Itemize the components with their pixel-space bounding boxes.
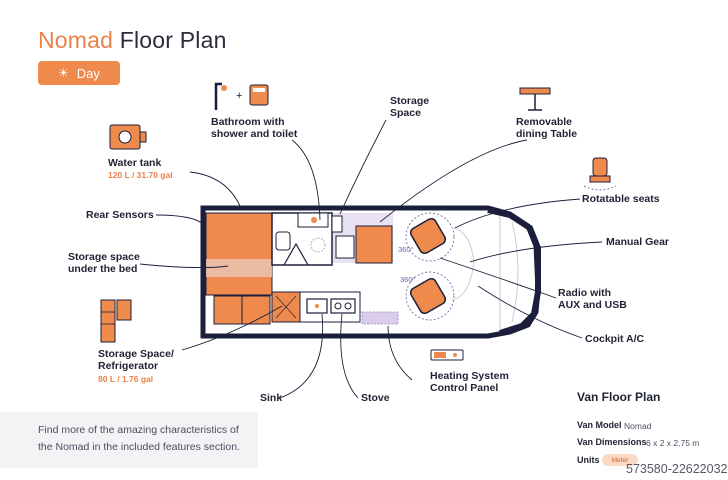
footer-text: Find more of the amazing characteristics…	[38, 424, 240, 453]
day-mode-toggle[interactable]: ☀ Day	[38, 61, 120, 85]
rotatable-seats-label: Rotatable seats	[582, 193, 660, 205]
fridge-icon	[100, 299, 132, 343]
water-tank-capacity: 120 L / 31.70 gal	[108, 170, 173, 180]
dining-area	[331, 213, 393, 264]
sun-icon: ☀	[58, 66, 69, 80]
title-rest: Floor Plan	[119, 27, 227, 53]
svg-text:+: +	[236, 90, 242, 102]
rear-sensors-label: Rear Sensors	[86, 209, 154, 221]
kitchen	[299, 291, 399, 325]
cockpit-ac-label: Cockpit A/C	[585, 333, 645, 345]
footer-panel	[0, 412, 258, 468]
seat-icon	[583, 157, 617, 191]
day-mode-label: Day	[76, 65, 100, 81]
bathroom	[271, 212, 333, 266]
specs-title: Van Floor Plan	[577, 390, 661, 404]
seat-rotation-bottom: 360°	[400, 275, 416, 284]
sink-label: Sink	[260, 392, 283, 404]
fridge-capacity: 80 L / 1.76 gal	[98, 374, 154, 384]
seat-rotation-top: 360°	[398, 245, 414, 254]
water-tank-label: Water tank	[108, 157, 162, 169]
storage-fridge-label: Storage Space/Refrigerator	[98, 348, 174, 372]
spec-model-label: Van Model	[577, 420, 622, 430]
water-tank-icon	[109, 124, 147, 150]
fridge-storage	[271, 291, 301, 323]
stove-label: Stove	[361, 392, 390, 404]
bed	[205, 212, 273, 325]
units-toggle[interactable]: Meter	[602, 454, 638, 466]
control-panel-icon	[430, 349, 464, 361]
table-icon	[519, 87, 551, 111]
page-title: Nomad Floor Plan	[38, 27, 227, 54]
manual-gear-label: Manual Gear	[606, 236, 670, 248]
shower-icon: +	[214, 82, 242, 110]
spec-model-value: Nomad	[624, 421, 652, 431]
title-brand: Nomad	[38, 27, 114, 53]
reference-code: 573580-22622032	[626, 462, 728, 476]
leader-lines	[139, 119, 603, 399]
spec-dimensions-value: 6 x 2 x 2.75 m	[646, 438, 700, 448]
rotatable-seats	[405, 212, 455, 321]
spec-units-label: Units	[577, 455, 600, 465]
spec-dimensions-label: Van Dimensions	[577, 437, 647, 447]
toilet-icon	[249, 84, 269, 106]
